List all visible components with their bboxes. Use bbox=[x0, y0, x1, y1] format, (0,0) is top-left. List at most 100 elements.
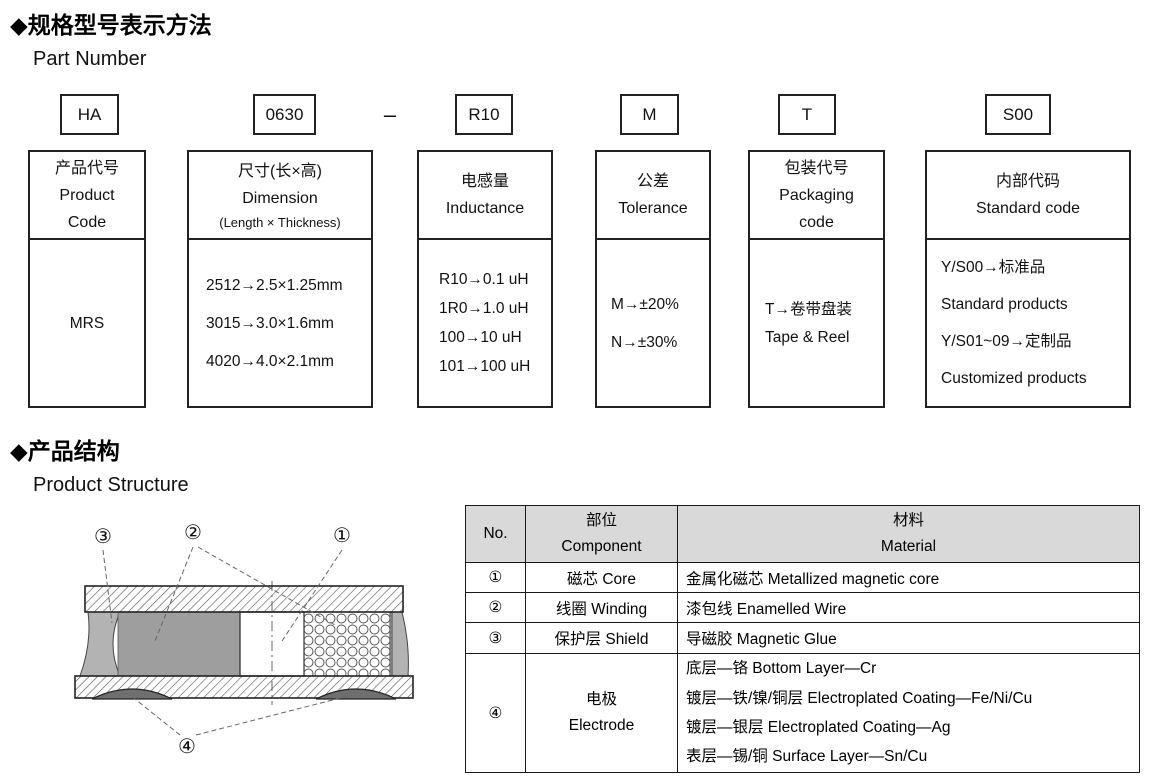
cell-component: 保护层 Shield bbox=[525, 622, 678, 654]
header-line: 包装代号 bbox=[784, 159, 849, 177]
table-row-shield: ③ 保护层 Shield 导磁胶 Magnetic Glue bbox=[465, 622, 1140, 654]
part-code-tolerance: M bbox=[620, 94, 679, 135]
component-line-en: Electrode bbox=[568, 717, 635, 734]
desc-header-tolerance: 公差 Tolerance bbox=[597, 152, 709, 240]
cell-material: 漆包线 Enamelled Wire bbox=[677, 592, 1140, 623]
header-line: Tolerance bbox=[618, 200, 688, 217]
part-code-packaging: T bbox=[778, 94, 836, 135]
desc-box-packaging: 包装代号 Packaging code T→卷带盘装 Tape & Reel bbox=[748, 150, 885, 408]
structure-table: No. 部位 Component 材料 Material ① 磁芯 Core 金… bbox=[465, 505, 1140, 773]
desc-body-tolerance: M→±20% N→±30% bbox=[597, 240, 709, 406]
desc-body-product-code: MRS bbox=[30, 240, 144, 406]
material-line: 镀层—银层 Electroplated Coating—Ag bbox=[686, 719, 951, 736]
desc-header-product-code: 产品代号 Product Code bbox=[30, 152, 144, 240]
top-flange bbox=[84, 585, 404, 613]
leader-winding-right bbox=[197, 546, 336, 626]
header-component: 部位 Component bbox=[525, 505, 678, 563]
header-material: 材料 Material bbox=[677, 505, 1140, 563]
body-line: M→±20% bbox=[611, 295, 679, 313]
leader-shield bbox=[102, 549, 113, 624]
body-line: N→±30% bbox=[611, 333, 678, 351]
table-row-winding: ② 线圈 Winding 漆包线 Enamelled Wire bbox=[465, 592, 1140, 623]
desc-body-dimension: 2512→2.5×1.25mm 3015→3.0×1.6mm 4020→4.0×… bbox=[189, 240, 371, 406]
header-line: Packaging bbox=[779, 186, 854, 204]
desc-box-product-code: 产品代号 Product Code MRS bbox=[28, 150, 146, 408]
callout-3: ③ bbox=[94, 526, 112, 548]
desc-header-inductance: 电感量 Inductance bbox=[419, 152, 551, 240]
part-code-dimension: 0630 bbox=[253, 94, 316, 135]
header-component-cn: 部位 bbox=[585, 512, 617, 529]
shield-left bbox=[79, 611, 121, 677]
body-line: Y/S00→标准品 bbox=[941, 259, 1046, 276]
header-line: 公差 bbox=[636, 173, 669, 190]
body-line: 100→10 uH bbox=[439, 329, 522, 346]
leader-core bbox=[281, 549, 343, 642]
part-code-separator: – bbox=[383, 101, 397, 127]
shield-right bbox=[389, 611, 409, 677]
header-line: (Length × Thickness) bbox=[219, 214, 341, 230]
header-component-en: Component bbox=[561, 538, 642, 555]
cell-no: ③ bbox=[465, 622, 526, 654]
body-line: MRS bbox=[69, 314, 105, 332]
header-material-cn: 材料 bbox=[892, 512, 924, 529]
header-line: Inductance bbox=[445, 200, 525, 217]
body-line: Customized products bbox=[941, 370, 1087, 387]
callout-1: ① bbox=[333, 525, 351, 547]
material-line: 镀层—铁/镍/铜层 Electroplated Coating—Fe/Ni/Cu bbox=[686, 689, 1033, 707]
body-line: Tape & Reel bbox=[765, 328, 850, 346]
table-row-electrode: ④ 电极 Electrode 底层—铬 Bottom Layer—Cr 镀层—铁… bbox=[465, 653, 1140, 773]
material-line: 表层—锡/铜 Surface Layer—Sn/Cu bbox=[686, 748, 928, 766]
callout-4: ④ bbox=[178, 736, 196, 758]
electrode-right bbox=[315, 688, 397, 700]
section-structure-title-cn: ◆产品结构 bbox=[10, 438, 120, 464]
header-line: Dimension bbox=[242, 189, 318, 207]
leader-electrode-left bbox=[129, 694, 181, 736]
body-line: Y/S01~09→定制品 bbox=[941, 333, 1072, 350]
part-code-inductance: R10 bbox=[455, 94, 513, 135]
desc-box-standard-code: 内部代码 Standard code Y/S00→标准品 Standard pr… bbox=[925, 150, 1131, 408]
table-header-row: No. 部位 Component 材料 Material bbox=[465, 505, 1140, 563]
desc-box-dimension: 尺寸(长×高) Dimension (Length × Thickness) 2… bbox=[187, 150, 373, 408]
cell-no: ① bbox=[465, 562, 526, 593]
bottom-flange bbox=[74, 675, 414, 699]
cell-component: 电极 Electrode bbox=[525, 653, 678, 773]
body-line: 101→100 uH bbox=[439, 358, 531, 375]
body-line: 1R0→1.0 uH bbox=[439, 300, 529, 317]
callout-2: ② bbox=[184, 522, 202, 544]
section-part-number-title-en: Part Number bbox=[33, 48, 147, 70]
body-line: R10→0.1 uH bbox=[439, 271, 529, 288]
desc-box-tolerance: 公差 Tolerance M→±20% N→±30% bbox=[595, 150, 711, 408]
table-row-core: ① 磁芯 Core 金属化磁芯 Metallized magnetic core bbox=[465, 562, 1140, 593]
header-line: Product bbox=[59, 186, 115, 204]
desc-header-packaging: 包装代号 Packaging code bbox=[750, 152, 883, 240]
desc-body-inductance: R10→0.1 uH 1R0→1.0 uH 100→10 uH 101→100 … bbox=[419, 240, 551, 406]
inductor-cross-section: ③ ② ① ④ bbox=[74, 522, 414, 758]
winding-coil-section bbox=[303, 611, 393, 677]
header-line: 产品代号 bbox=[54, 159, 119, 177]
body-line: Standard products bbox=[941, 296, 1068, 313]
header-line: 电感量 bbox=[460, 173, 509, 190]
desc-box-inductance: 电感量 Inductance R10→0.1 uH 1R0→1.0 uH 100… bbox=[417, 150, 553, 408]
desc-header-standard-code: 内部代码 Standard code bbox=[927, 152, 1129, 240]
part-code-product: HA bbox=[60, 94, 119, 135]
section-part-number-title-cn: ◆规格型号表示方法 bbox=[10, 12, 212, 38]
header-line: 尺寸(长×高) bbox=[237, 162, 322, 180]
product-structure-diagram: ③ ② ① ④ bbox=[50, 503, 455, 775]
header-material-en: Material bbox=[880, 538, 937, 555]
desc-header-dimension: 尺寸(长×高) Dimension (Length × Thickness) bbox=[189, 152, 371, 240]
body-line: 3015→3.0×1.6mm bbox=[206, 314, 334, 332]
header-line: code bbox=[799, 213, 834, 231]
desc-body-packaging: T→卷带盘装 Tape & Reel bbox=[750, 240, 883, 406]
header-no: No. bbox=[465, 505, 526, 563]
body-line: T→卷带盘装 bbox=[765, 300, 852, 318]
body-line: 4020→4.0×2.1mm bbox=[206, 352, 334, 370]
header-line: Code bbox=[67, 213, 107, 231]
cell-material: 导磁胶 Magnetic Glue bbox=[677, 622, 1140, 654]
header-line: 内部代码 bbox=[995, 173, 1060, 190]
leader-winding-left bbox=[154, 546, 194, 642]
cell-component: 磁芯 Core bbox=[525, 562, 678, 593]
component-line-cn: 电极 bbox=[585, 691, 617, 708]
cell-material: 底层—铬 Bottom Layer—Cr 镀层—铁/镍/铜层 Electropl… bbox=[677, 653, 1140, 773]
header-line: Standard code bbox=[975, 200, 1081, 217]
body-line: 2512→2.5×1.25mm bbox=[206, 276, 343, 294]
